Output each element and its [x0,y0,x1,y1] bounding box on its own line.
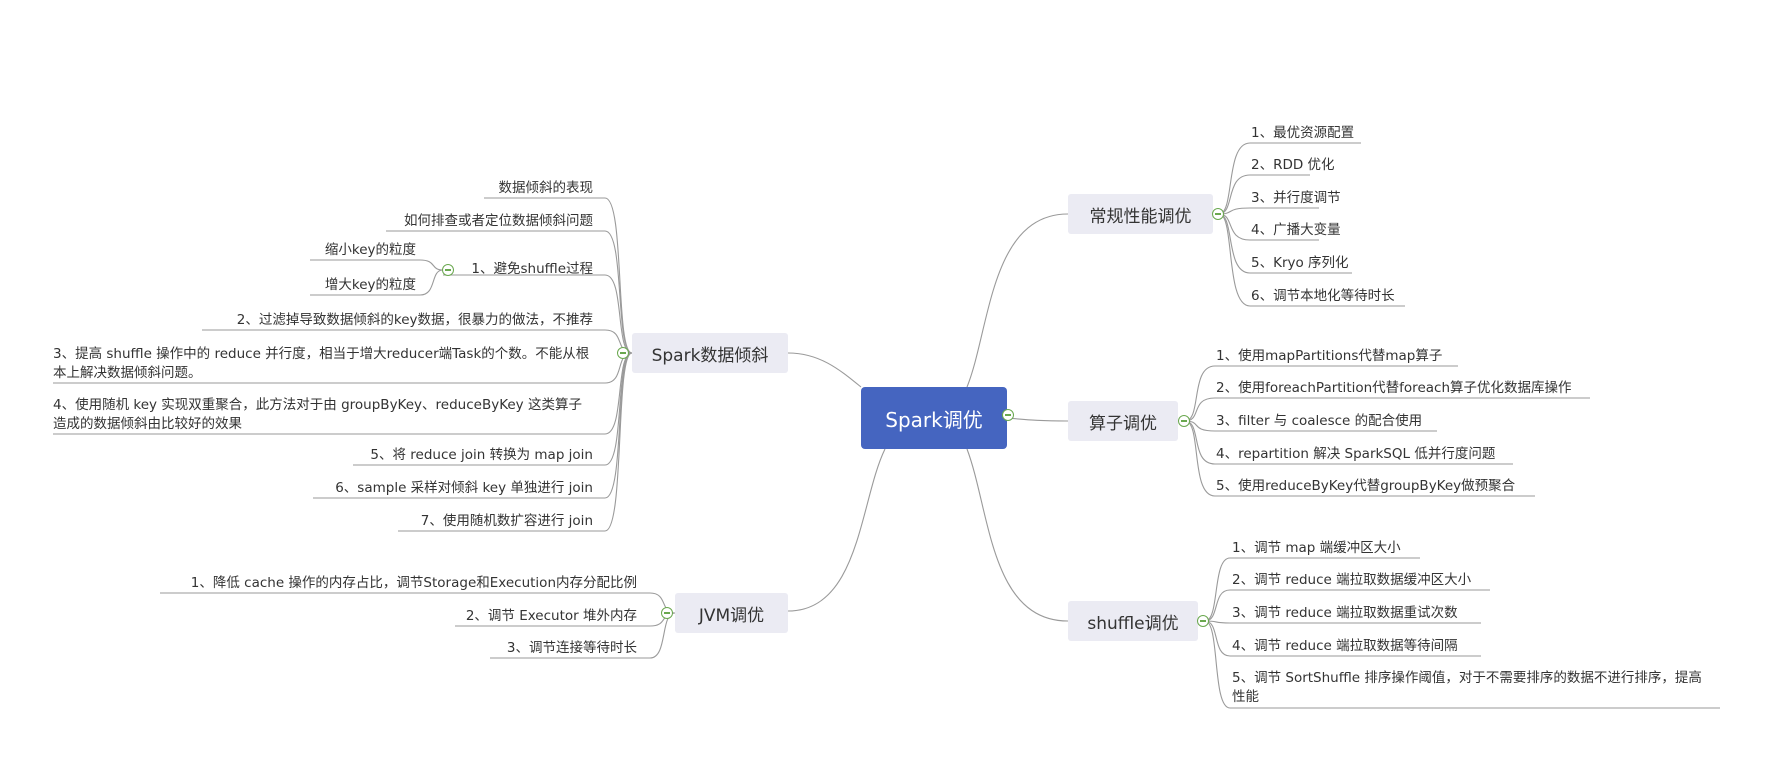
operator-item-2[interactable]: 2、使用foreachPartition代替foreach算子优化数据库操作 [1216,380,1572,396]
skew-item-5[interactable]: 3、提高 shuffle 操作中的 reduce 并行度，相当于增大reduce… [53,346,590,381]
shuffle-item-1[interactable]: 1、调节 map 端缓冲区大小 [1232,540,1401,556]
branch-shuffle-label: shuffle调优 [1087,613,1179,634]
operator-item-4[interactable]: 4、repartition 解决 SparkSQL 低并行度问题 [1216,446,1496,462]
operator-item-3[interactable]: 3、filter 与 coalesce 的配合使用 [1216,413,1423,429]
connector-root-shuffle [966,448,1069,622]
collapse-general-icon[interactable] [1212,208,1224,220]
shuffle-item-3[interactable]: 3、调节 reduce 端拉取数据重试次数 [1232,605,1458,621]
branch-shuffle[interactable]: shuffle调优 [1068,601,1198,641]
skew-sub-item-1[interactable]: 缩小key的粒度 [324,242,416,258]
jvm-item-1[interactable]: 1、降低 cache 操作的内存占比，调节Storage和Execution内存… [190,575,637,591]
branch-jvm-label: JVM调优 [698,605,765,626]
root-node[interactable]: Spark调优 [861,387,1007,449]
jvm-item-2[interactable]: 2、调节 Executor 堆外内存 [465,608,637,624]
operator-item-1[interactable]: 1、使用mapPartitions代替map算子 [1216,348,1443,364]
connector-root-skew [787,352,862,388]
general-item-3[interactable]: 3、并行度调节 [1251,190,1341,206]
branch-skew-label: Spark数据倾斜 [651,345,769,366]
collapse-root-icon[interactable] [1002,409,1014,421]
general-item-6[interactable]: 6、调节本地化等待时长 [1251,288,1395,304]
skew-item-4[interactable]: 2、过滤掉导致数据倾斜的key数据，很暴力的做法，不推荐 [236,312,593,328]
collapse-skew-sub-icon[interactable] [442,264,454,276]
general-item-1[interactable]: 1、最优资源配置 [1251,125,1355,141]
skew-item-3[interactable]: 1、避免shuffle过程 [471,261,593,277]
branch-operator[interactable]: 算子调优 [1068,401,1178,441]
shuffle-item-2[interactable]: 2、调节 reduce 端拉取数据缓冲区大小 [1232,572,1472,588]
skew-item-7[interactable]: 5、将 reduce join 转换为 map join [370,447,593,463]
collapse-shuffle-icon[interactable] [1197,615,1209,627]
root-label: Spark调优 [885,407,983,432]
connector-root-general [966,213,1069,388]
connector-root-operator [1006,417,1069,422]
skew-item-9[interactable]: 7、使用随机数扩容进行 join [420,513,593,529]
shuffle-item-4[interactable]: 4、调节 reduce 端拉取数据等待间隔 [1232,638,1458,654]
skew-item-2[interactable]: 如何排查或者定位数据倾斜问题 [404,213,593,229]
branch-general-label: 常规性能调优 [1089,206,1192,227]
skew-item-1[interactable]: 数据倾斜的表现 [498,180,594,196]
branch-operator-label: 算子调优 [1089,413,1157,434]
collapse-operator-icon[interactable] [1178,415,1190,427]
skew-item-8[interactable]: 6、sample 采样对倾斜 key 单独进行 join [335,480,593,496]
skew-sub-item-2[interactable]: 增大key的粒度 [324,277,416,293]
operator-item-5[interactable]: 5、使用reduceByKey代替groupByKey做预聚合 [1216,478,1516,494]
jvm-item-3[interactable]: 3、调节连接等待时长 [506,640,637,656]
branch-skew[interactable]: Spark数据倾斜 [632,333,788,373]
shuffle-item-5[interactable]: 5、调节 SortShuffle 排序操作阈值，对于不需要排序的数据不进行排序，… [1232,670,1702,705]
general-item-4[interactable]: 4、广播大变量 [1251,222,1341,238]
skew-item-6[interactable]: 4、使用随机 key 实现双重聚合，此方法对于由 groupByKey、redu… [53,397,582,432]
branch-jvm[interactable]: JVM调优 [675,593,788,633]
collapse-jvm-icon[interactable] [661,607,673,619]
general-item-2[interactable]: 2、RDD 优化 [1251,157,1335,173]
general-item-5[interactable]: 5、Kryo 序列化 [1251,255,1349,271]
branch-general[interactable]: 常规性能调优 [1068,194,1213,234]
collapse-skew-icon[interactable] [617,347,629,359]
connector-root-jvm [787,448,886,612]
